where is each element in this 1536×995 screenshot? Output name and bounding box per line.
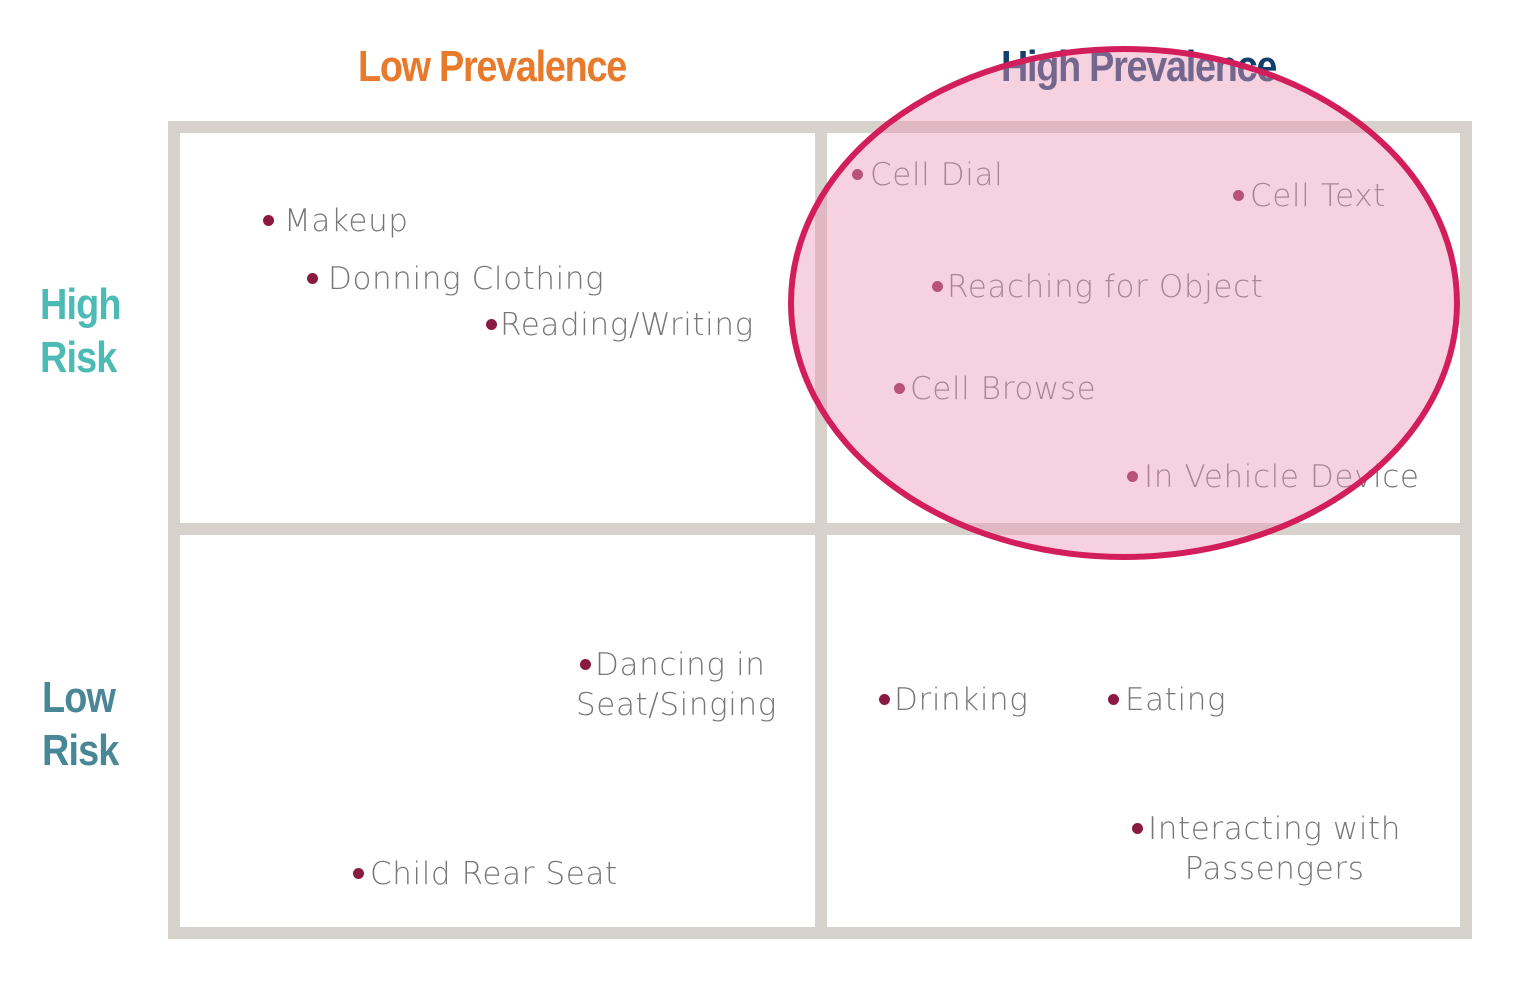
point-label-line2: Seat/Singing xyxy=(576,687,777,723)
high-risk-header-line2: Risk xyxy=(40,333,117,382)
point-in-vehicle-device: In Vehicle Device xyxy=(1127,457,1420,497)
low-risk-header: Low Risk xyxy=(42,671,119,777)
point-interacting-with-passengers: Interacting with Passengers xyxy=(1132,809,1401,889)
point-label: Child Rear Seat xyxy=(370,856,618,892)
point-donning-clothing: Donning Clothing xyxy=(307,259,605,299)
bullet-dot-icon xyxy=(1127,471,1138,482)
point-reaching-for-object: Reaching for Object xyxy=(932,267,1264,307)
point-cell-browse: Cell Browse xyxy=(894,369,1097,409)
point-label: Reading/Writing xyxy=(500,307,754,343)
point-label: Donning Clothing xyxy=(328,261,605,297)
point-label: Eating xyxy=(1125,682,1227,718)
point-label-line2: Passengers xyxy=(1184,851,1365,887)
bullet-dot-icon xyxy=(263,215,274,226)
point-eating: Eating xyxy=(1108,680,1227,720)
bullet-dot-icon xyxy=(353,868,364,879)
point-label: Drinking xyxy=(894,682,1029,718)
bullet-dot-icon xyxy=(1132,823,1143,834)
bullet-dot-icon xyxy=(879,694,890,705)
high-risk-header: High Risk xyxy=(40,278,121,384)
point-makeup: Makeup xyxy=(263,201,409,241)
bullet-dot-icon xyxy=(1233,190,1244,201)
bullet-dot-icon xyxy=(580,659,591,670)
point-label: Cell Text xyxy=(1250,178,1386,214)
bullet-dot-icon xyxy=(852,169,863,180)
bullet-dot-icon xyxy=(486,319,497,330)
low-prevalence-header: Low Prevalence xyxy=(358,42,627,91)
point-label: Cell Dial xyxy=(870,157,1004,193)
high-risk-header-line1: High xyxy=(40,280,121,329)
bullet-dot-icon xyxy=(1108,694,1119,705)
point-label: Cell Browse xyxy=(910,371,1097,407)
point-drinking: Drinking xyxy=(879,680,1029,720)
point-label-line1: Interacting with xyxy=(1148,811,1402,847)
point-dancing-singing: Dancing in Seat/Singing xyxy=(576,645,777,725)
point-reading-writing: Reading/Writing xyxy=(486,305,754,345)
low-risk-header-line1: Low xyxy=(42,673,116,722)
point-label: Reaching for Object xyxy=(947,269,1264,305)
grid-horizontal-divider xyxy=(168,523,1472,535)
point-label: In Vehicle Device xyxy=(1144,459,1420,495)
bullet-dot-icon xyxy=(307,273,318,284)
point-label-line1: Dancing in xyxy=(595,647,766,683)
high-prevalence-header: High Prevalence xyxy=(1001,42,1277,91)
bullet-dot-icon xyxy=(894,383,905,394)
point-cell-dial: Cell Dial xyxy=(852,155,1004,195)
point-child-rear-seat: Child Rear Seat xyxy=(353,854,618,894)
bullet-dot-icon xyxy=(932,281,943,292)
point-label: Makeup xyxy=(284,203,409,239)
low-risk-header-line2: Risk xyxy=(42,726,119,775)
point-cell-text: Cell Text xyxy=(1233,176,1386,216)
